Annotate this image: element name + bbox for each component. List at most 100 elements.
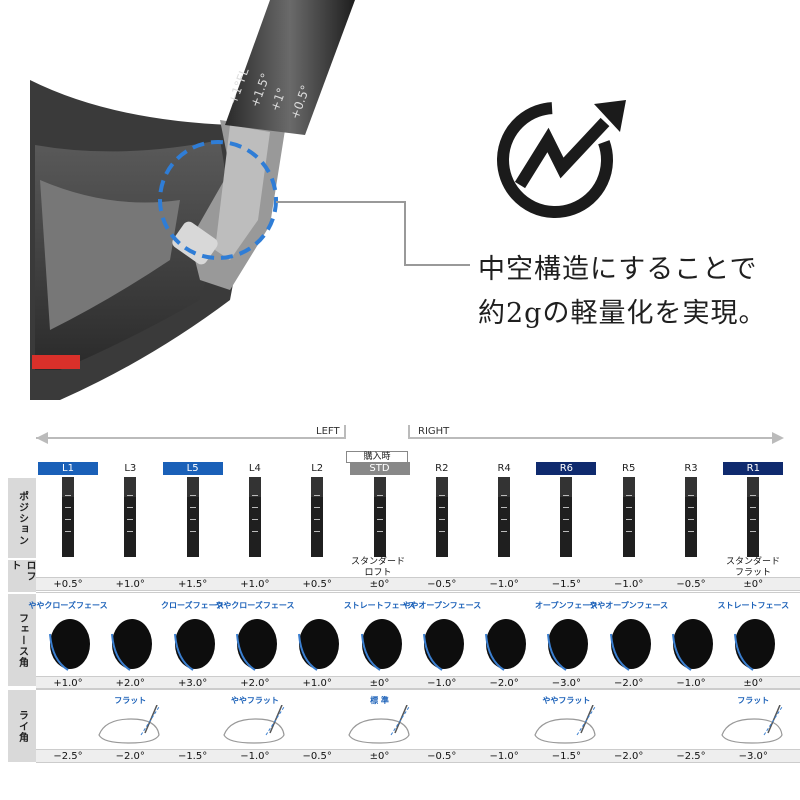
face-type-label: ややクローズフェース [215, 601, 295, 610]
face-angle-value: +1.0° [53, 678, 83, 689]
loft-value: −1.0° [489, 579, 519, 590]
face-angle-value: +2.0° [240, 678, 270, 689]
position-header-r6[interactable]: R6 [536, 462, 597, 475]
club-head-illustration: +1°FL +1.5° +1° +0.5° [30, 0, 626, 400]
lie-angle-value: −1.0° [489, 751, 519, 762]
right-direction-bar [408, 437, 778, 439]
adapter-sleeve-image [743, 477, 763, 557]
lightning-growth-arrow-icon [497, 100, 626, 218]
lie-angle-value: −1.0° [240, 751, 270, 762]
lie-angle-value: −2.5° [53, 751, 83, 762]
face-type-label: ストレートフェース [343, 601, 416, 610]
adapter-sleeve-image [245, 477, 265, 557]
club-face-image [420, 612, 466, 674]
loft-value: ±0° [369, 579, 390, 590]
position-header-r5[interactable]: R5 [622, 463, 636, 474]
face-angle-value: ±0° [369, 678, 390, 689]
face-type-label: ややオープンフェース [402, 601, 482, 610]
lie-angle-value: −2.5° [676, 751, 706, 762]
position-header-r1[interactable]: R1 [723, 462, 784, 475]
club-face-image [46, 612, 92, 674]
headline: 中空構造にすることで 約2gの軽量化を実現。 [478, 248, 798, 336]
position-header-l3[interactable]: L3 [124, 463, 137, 474]
face-angle-value: −1.0° [676, 678, 706, 689]
right-label: RIGHT [418, 426, 450, 437]
face-value-bar [36, 676, 800, 690]
face-type-label: ややクローズフェース [28, 601, 108, 610]
adapter-sleeve-image [183, 477, 203, 557]
face-type-label: ややオープンフェース [589, 601, 669, 610]
left-arrow-icon [36, 432, 48, 444]
loft-value: +1.5° [177, 579, 208, 590]
adapter-sleeve-image [58, 477, 78, 557]
club-face-image [233, 612, 279, 674]
lie-angle-value: ±0° [369, 751, 390, 762]
face-type-label: オープンフェース [534, 601, 598, 610]
loft-value: −0.5° [427, 579, 457, 590]
club-sole-diagram [220, 704, 290, 747]
lie-type-label: ややフラット [542, 696, 591, 705]
club-face-image [108, 612, 154, 674]
face-angle-value: +2.0° [115, 678, 145, 689]
loft-value: −1.5° [551, 579, 582, 590]
position-header-l5[interactable]: L5 [162, 462, 223, 475]
lie-value-bar [36, 749, 800, 763]
loft-value: −1.0° [614, 579, 644, 590]
adapter-sleeve-image [370, 477, 390, 557]
lie-angle-value: −1.5° [551, 751, 582, 762]
position-header-l4[interactable]: L4 [248, 463, 261, 474]
face-angle-value: −1.0° [427, 678, 457, 689]
club-face-image [544, 612, 590, 674]
adapter-sleeve-image [307, 477, 327, 557]
left-label: LEFT [316, 426, 340, 437]
face-angle-value: ±0° [743, 678, 764, 689]
face-angle-value: +1.0° [302, 678, 332, 689]
adapter-sleeve-image [556, 477, 576, 557]
club-sole-diagram [345, 704, 415, 747]
face-type-label: クローズフェース [160, 601, 225, 610]
position-header-std[interactable]: STD [349, 462, 410, 475]
club-face-image [295, 612, 341, 674]
adapter-sleeve-image [432, 477, 452, 557]
lie-type-label: フラット [114, 696, 147, 705]
club-face-image [607, 612, 653, 674]
loft-value: +1.0° [240, 579, 270, 590]
position-header-l1[interactable]: L1 [38, 462, 98, 475]
adapter-sleeve-image [120, 477, 140, 557]
std-loft-note: スタンダード ロフト [350, 557, 405, 578]
position-header-r3[interactable]: R3 [684, 463, 698, 474]
club-face-image [482, 612, 528, 674]
loft-value: −0.5° [676, 579, 706, 590]
r1-flat-note: スタンダード フラット [725, 557, 780, 578]
section-lie: ライ角 [8, 690, 36, 762]
lie-type-label: ややフラット [230, 696, 279, 705]
section-face: フェース角 [8, 594, 36, 686]
hero-section: +1°FL +1.5° +1° +0.5° 中空構造にすることで 約2gの軽量化… [30, 0, 798, 400]
position-header-r2[interactable]: R2 [435, 463, 449, 474]
position-header-l2[interactable]: L2 [311, 463, 324, 474]
section-loft: ロフト [8, 560, 36, 592]
loft-value: +0.5° [302, 579, 332, 590]
lie-angle-value: −0.5° [427, 751, 457, 762]
adapter-sleeve-image [681, 477, 701, 557]
headline-line-2: 約2gの軽量化を実現。 [478, 298, 767, 329]
loft-value: +0.5° [53, 579, 83, 590]
adapter-sleeve-image [494, 477, 514, 557]
loft-value-bar [36, 577, 800, 591]
headline-line-1: 中空構造にすることで [478, 254, 758, 285]
adapter-sleeve-image [619, 477, 639, 557]
loft-value: ±0° [743, 579, 764, 590]
lie-type-label: フラット [737, 696, 770, 705]
position-header-r4[interactable]: R4 [497, 463, 511, 474]
lie-angle-value: −0.5° [302, 751, 332, 762]
club-sole-diagram [95, 704, 165, 747]
right-arrow-icon [772, 432, 784, 444]
face-angle-value: −2.0° [614, 678, 644, 689]
lie-angle-value: −3.0° [738, 751, 768, 762]
club-sole-diagram [531, 704, 601, 747]
club-face-image [731, 612, 777, 674]
lie-angle-value: −2.0° [614, 751, 644, 762]
club-sole-diagram [718, 704, 788, 747]
section-position: ポジション [8, 478, 36, 558]
face-angle-value: −2.0° [489, 678, 519, 689]
